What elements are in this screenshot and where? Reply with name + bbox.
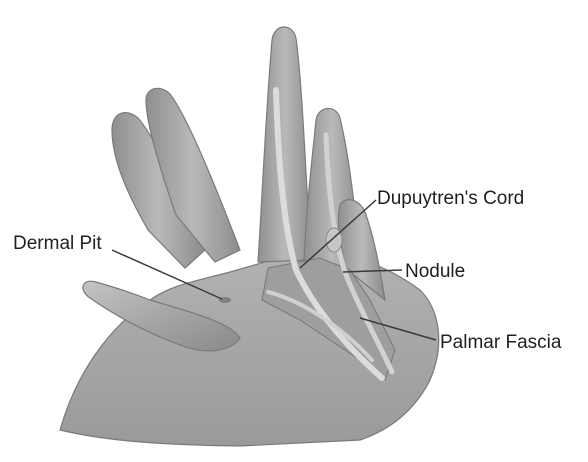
label-dupuytrens-cord: Dupuytren's Cord (377, 189, 524, 208)
label-dermal-pit: Dermal Pit (13, 234, 102, 253)
label-nodule: Nodule (405, 262, 465, 281)
label-palmar-fascia: Palmar Fascia (440, 333, 561, 352)
